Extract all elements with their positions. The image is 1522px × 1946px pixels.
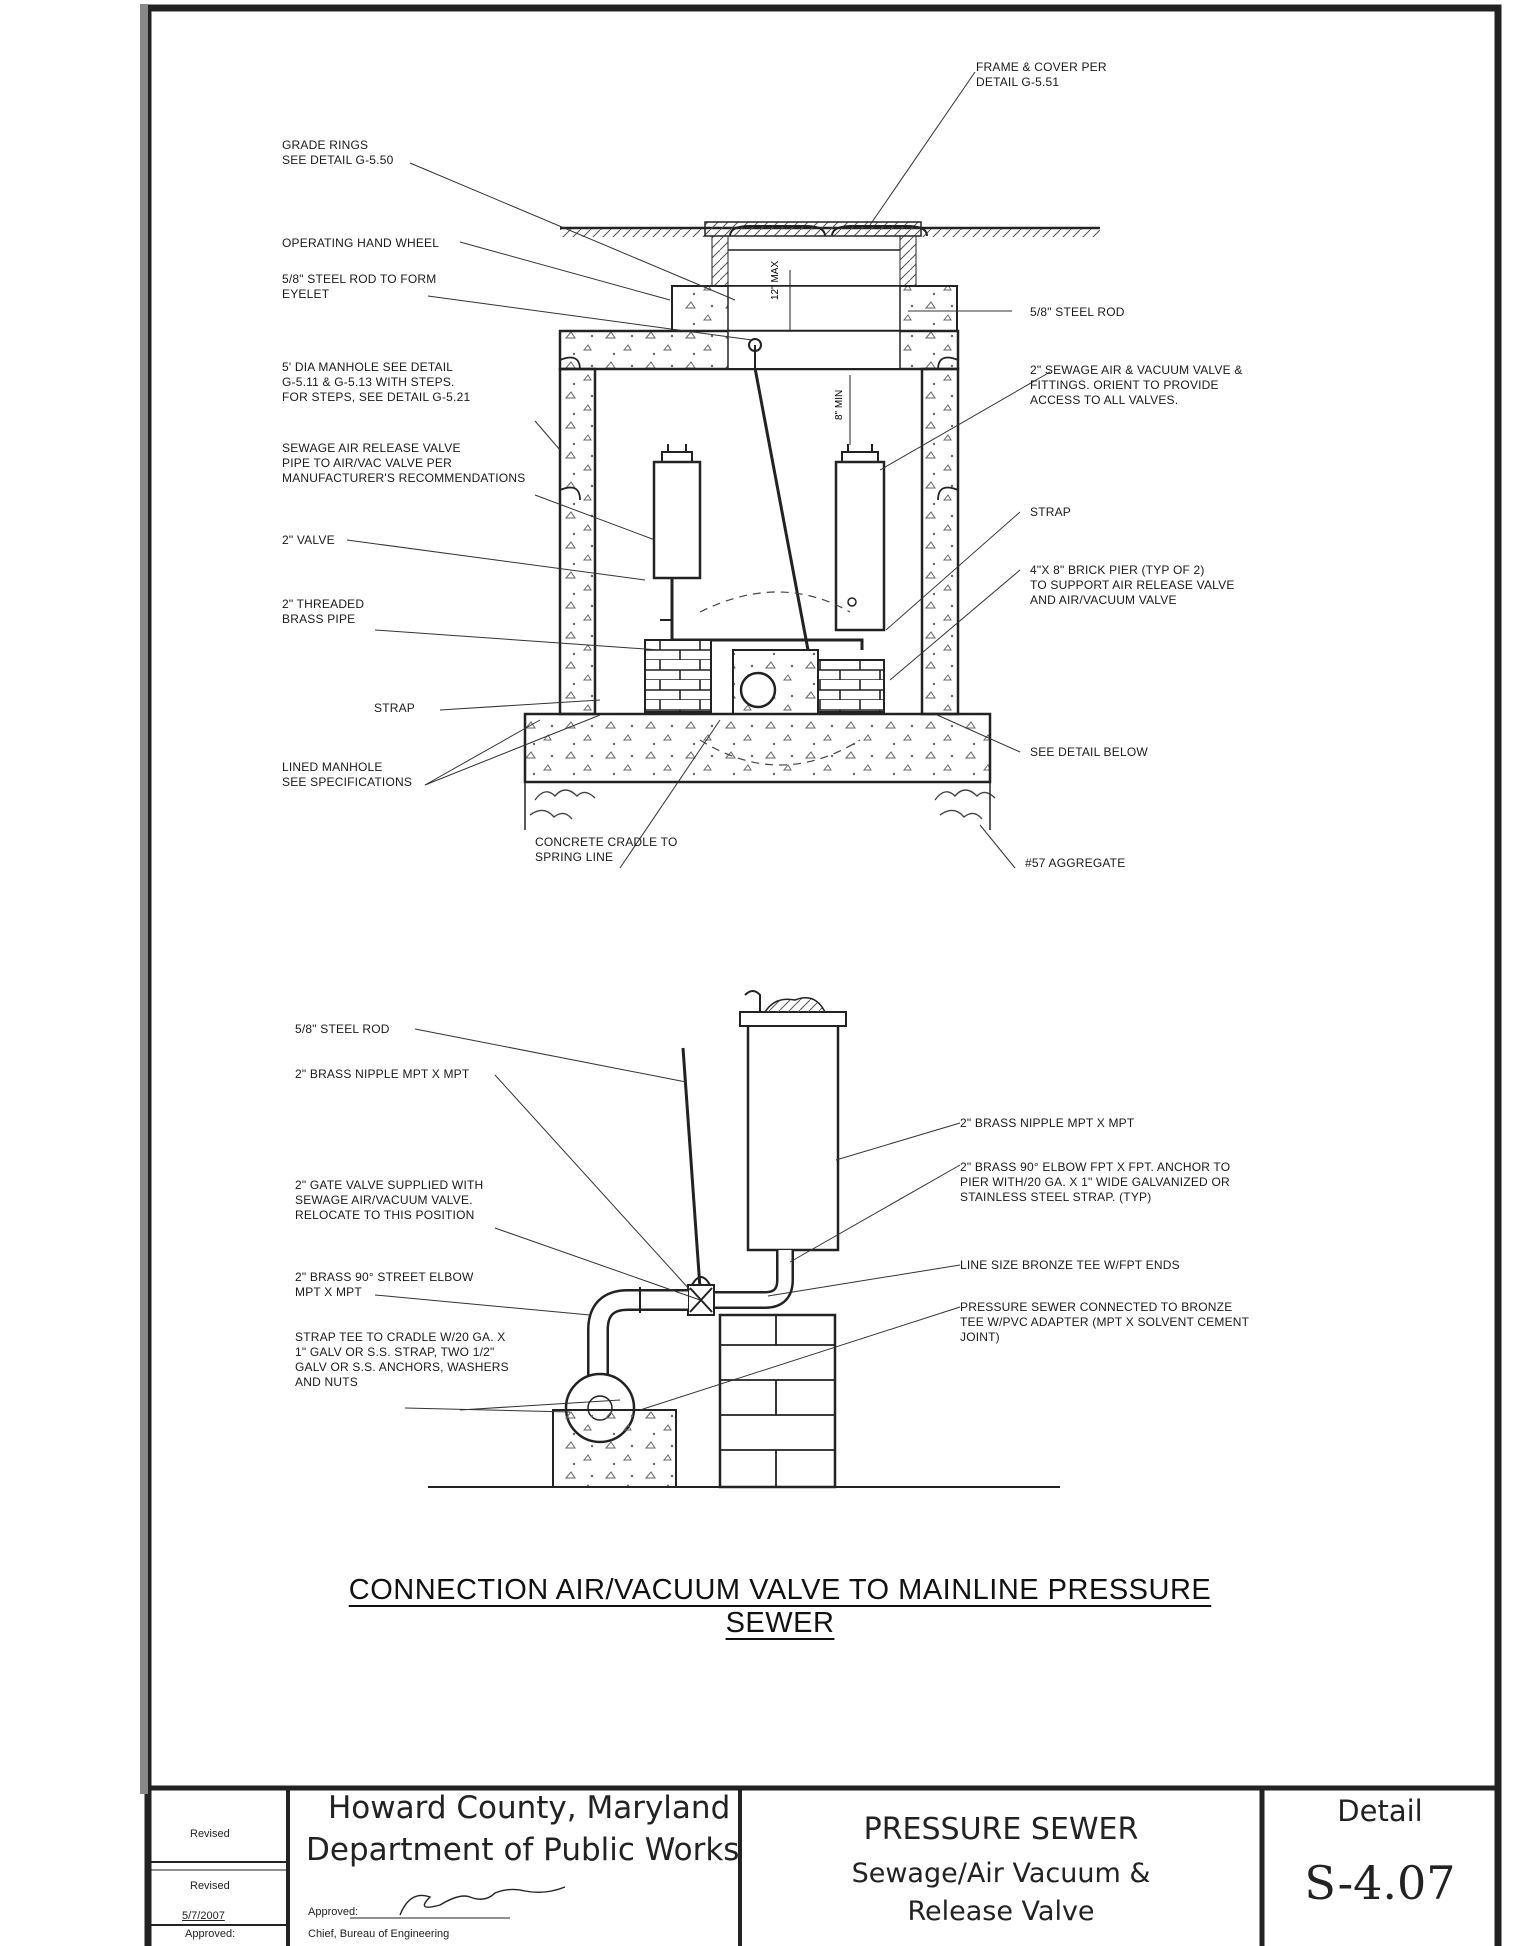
connection-detail (428, 990, 1060, 1489)
manhole-wall-left (558, 367, 597, 716)
label-strap-left: STRAP (374, 701, 416, 715)
manhole-base (523, 712, 992, 784)
brick-pier-left (644, 639, 712, 713)
tb-detail-number: S-4.07 (1304, 1856, 1456, 1910)
tb-subtitle-line2: Release Valve (907, 1896, 1095, 1927)
tb-chief: Chief, Bureau of Engineering (308, 1928, 450, 1940)
tb-date: 5/7/2007 (182, 1910, 225, 1922)
steel-rod (753, 367, 810, 651)
tb-approved: Approved: (308, 1906, 359, 1918)
manhole-section: 12" MAX 8" MIN (523, 221, 1100, 830)
label-aggregate: #57 AGGREGATE (1025, 856, 1126, 870)
label-valve-2in: 2" VALVE (282, 533, 335, 547)
sheet-border-shadow (140, 4, 148, 1794)
air-release-valve (652, 460, 702, 580)
tb-project-title: PRESSURE SEWER (863, 1812, 1139, 1847)
main-pipe (739, 671, 777, 709)
frame-cover (704, 221, 922, 237)
tb-revised-2: Revised (190, 1880, 230, 1892)
tb-subtitle-line1: Sewage/Air Vacuum & (851, 1858, 1151, 1889)
manhole-wall-right (920, 367, 960, 716)
label-d-bronze-tee: LINE SIZE BRONZE TEE W/FPT ENDS (960, 1258, 1180, 1272)
detail-cradle (552, 1409, 677, 1488)
drawing-title: CONNECTION AIR/VACUUM VALVE TO MAINLINE … (348, 1574, 1212, 1639)
dim-8-min: 8" MIN (834, 390, 845, 420)
tb-agency-line2: Department of Public Works (306, 1832, 740, 1868)
air-vacuum-tank (746, 1018, 840, 1252)
tb-detail-label: Detail (1337, 1794, 1423, 1828)
label-strap-right: STRAP (1030, 505, 1072, 519)
label-d-brass-nipple-left: 2" BRASS NIPPLE MPT x MPT (295, 1067, 470, 1081)
air-vacuum-valve (834, 460, 886, 632)
label-steel-rod-right: 5/8" STEEL ROD (1030, 305, 1125, 319)
title-block (148, 1785, 1498, 1946)
tb-revised-1: Revised (190, 1828, 230, 1840)
tb-approved-col: Approved: (185, 1928, 236, 1940)
brick-pier-right (817, 659, 885, 713)
label-d-strap-tee: STRAP TEE TO CRADLE W/20 GA. x1" GALV OR… (295, 1330, 509, 1389)
label-hand-wheel: OPERATING HAND WHEEL (282, 236, 440, 250)
leaders-upper (346, 71, 1051, 869)
label-sewage-air-vac: 2" SEWAGE AIR & VACUUM VALVE &FITTINGS. … (1030, 363, 1243, 407)
label-see-detail-below: SEE DETAIL BELOW (1030, 745, 1148, 759)
label-d-elbow: 2" BRASS 90° ELBOW FPT x FPT. ANCHOR TOP… (960, 1160, 1231, 1204)
tb-agency-line1: Howard County, Maryland (328, 1790, 731, 1826)
detail-brick-pier (718, 1313, 837, 1489)
approval-signature (399, 1886, 566, 1916)
dim-12-max: 12" MAX (770, 261, 781, 300)
leaders-lower (374, 1028, 961, 1413)
label-brick-pier: 4"x 8" BRICK PIER (TYP OF 2)TO SUPPORT A… (1030, 563, 1235, 607)
label-d-brass-nipple-right: 2" BRASS NIPPLE MPT x MPT (960, 1116, 1135, 1130)
label-d-steel-rod: 5/8" STEEL ROD (295, 1022, 390, 1036)
